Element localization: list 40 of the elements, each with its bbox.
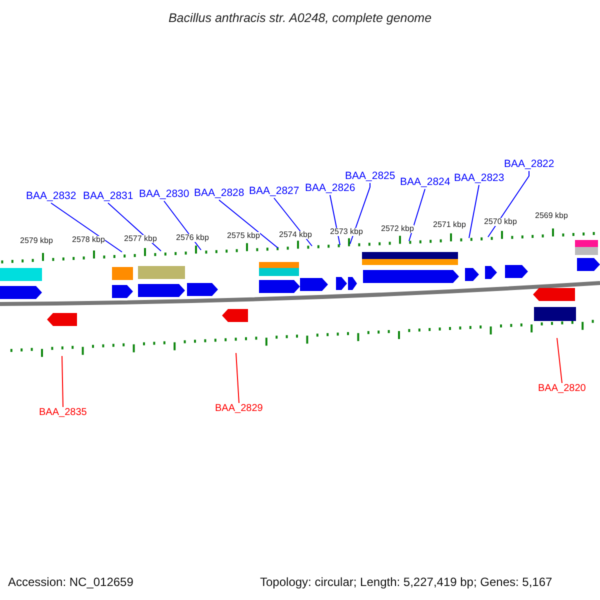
gene-label: BAA_2829 [215,404,263,414]
tick-track [10,320,594,357]
leader-line [218,200,278,248]
scale-label: 2571 kbp [433,221,466,229]
footer-text: Topology: circular; Length: 5,227,419 bp; Genes: 5,167 [260,576,552,588]
scale-label: 2577 kbp [124,235,157,243]
gene-label: BAA_2825 [345,171,396,182]
gene-label: BAA_2830 [139,189,190,200]
scale-label: 2569 kbp [535,212,568,220]
scale-label: 2575 kbp [227,232,260,240]
scale-label: 2570 kbp [484,218,517,226]
leader-line [556,338,562,384]
leader-line [408,188,426,242]
footer-text: Accession: NC_012659 [8,576,134,588]
gene-label: BAA_2828 [194,188,244,198]
title: Bacillus anthracis str. A0248, complete genome [167,12,433,24]
scale-label: 2576 kbp [176,234,209,242]
leader-line [236,352,240,404]
gene-label: BAA_2820 [538,384,586,394]
leader-line [274,198,312,246]
gene-label: BAA_2835 [39,408,87,418]
gene-label: BAA_2826 [305,183,356,194]
leader-line [488,170,530,238]
gene-label: BAA_2822 [504,159,554,170]
gene-label: BAA_2827 [249,186,300,196]
gene-label: BAA_2831 [83,191,134,202]
scale-label: 2574 kbp [279,231,312,239]
scale-label: 2578 kbp [72,236,105,244]
leader-line [330,194,340,246]
gene-label: BAA_2824 [400,177,450,188]
leader-line [62,356,64,408]
leader-line [468,184,480,238]
gene-label: BAA_2832 [26,191,76,202]
leader-line [350,182,370,244]
scale-label: 2579 kbp [20,237,53,245]
leader-line [108,202,162,252]
gene-label: BAA_2823 [454,173,504,184]
scale-label: 2572 kbp [381,225,414,233]
leader-line [50,202,122,252]
scale-label: 2573 kbp [330,228,363,236]
